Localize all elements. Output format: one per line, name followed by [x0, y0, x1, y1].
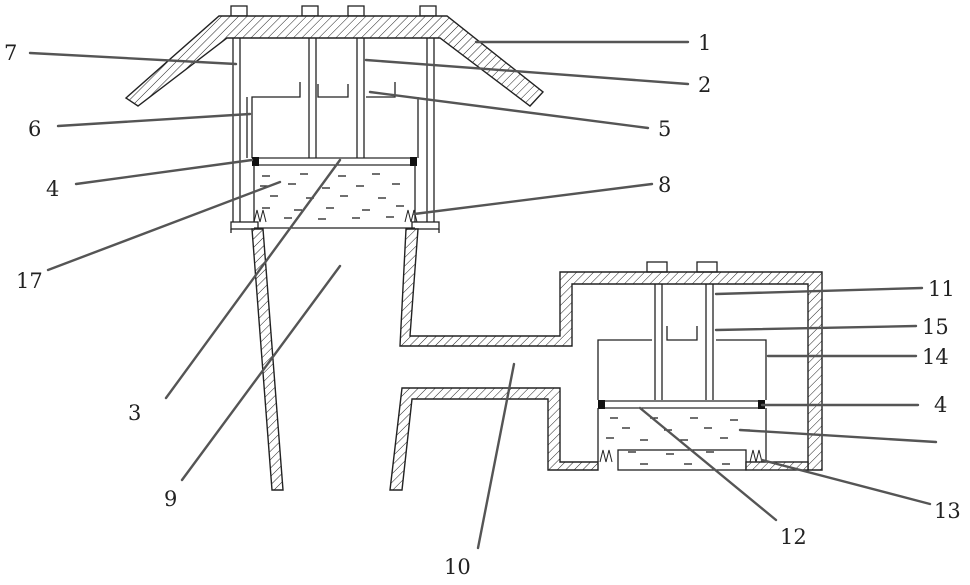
- label-5: 5: [658, 117, 671, 141]
- seal-block: [252, 157, 259, 166]
- piston-plate: [254, 158, 415, 165]
- label-7: 7: [4, 41, 17, 65]
- label-14: 14: [922, 345, 949, 369]
- chamber-bottom: [618, 450, 746, 470]
- label-17: 17: [16, 269, 43, 293]
- right-channel-wall: [400, 229, 822, 470]
- hook-left: [252, 82, 300, 158]
- leader-lines: [30, 42, 936, 548]
- leader-6: [58, 114, 250, 126]
- seal-block: [598, 400, 605, 409]
- hook-left: [598, 340, 652, 400]
- leader-17: [48, 182, 280, 270]
- leader-5: [370, 92, 648, 128]
- base-flange: [412, 222, 439, 229]
- liquid-dashes: [606, 418, 750, 464]
- label-10: 10: [444, 555, 471, 579]
- top-lug: [420, 6, 436, 16]
- top-lug: [231, 6, 247, 16]
- seal-block: [410, 157, 417, 166]
- spring: [750, 450, 762, 462]
- leader-3: [166, 160, 340, 398]
- liquid-dashes: [260, 174, 404, 219]
- piston-plate: [600, 401, 764, 408]
- leader-8: [414, 184, 652, 214]
- spring: [254, 210, 266, 222]
- leader-13: [762, 460, 930, 504]
- top-lug: [697, 262, 717, 272]
- leader-unnumbered: [740, 430, 936, 442]
- inner-cup: [318, 84, 348, 97]
- base-flange: [231, 222, 258, 229]
- left-assembly: [126, 6, 822, 490]
- label-3: 3: [128, 401, 141, 425]
- label-4: 4: [46, 177, 59, 201]
- label-13: 13: [934, 499, 961, 523]
- hook-right: [716, 340, 766, 400]
- label-11: 11: [928, 277, 955, 301]
- label-2: 2: [698, 73, 711, 97]
- spring: [600, 450, 612, 462]
- top-lug: [647, 262, 667, 272]
- label-4b: 4: [934, 393, 947, 417]
- label-1: 1: [698, 31, 711, 55]
- label-12: 12: [780, 525, 807, 549]
- label-8: 8: [658, 173, 671, 197]
- label-9: 9: [164, 487, 177, 511]
- left-channel-wall: [252, 229, 283, 490]
- top-lug: [302, 6, 318, 16]
- inner-cup: [667, 326, 697, 340]
- top-lug: [348, 6, 364, 16]
- lower-channel-wall: [390, 388, 598, 490]
- label-15: 15: [922, 315, 949, 339]
- label-6: 6: [28, 117, 41, 141]
- leader-4: [76, 160, 252, 184]
